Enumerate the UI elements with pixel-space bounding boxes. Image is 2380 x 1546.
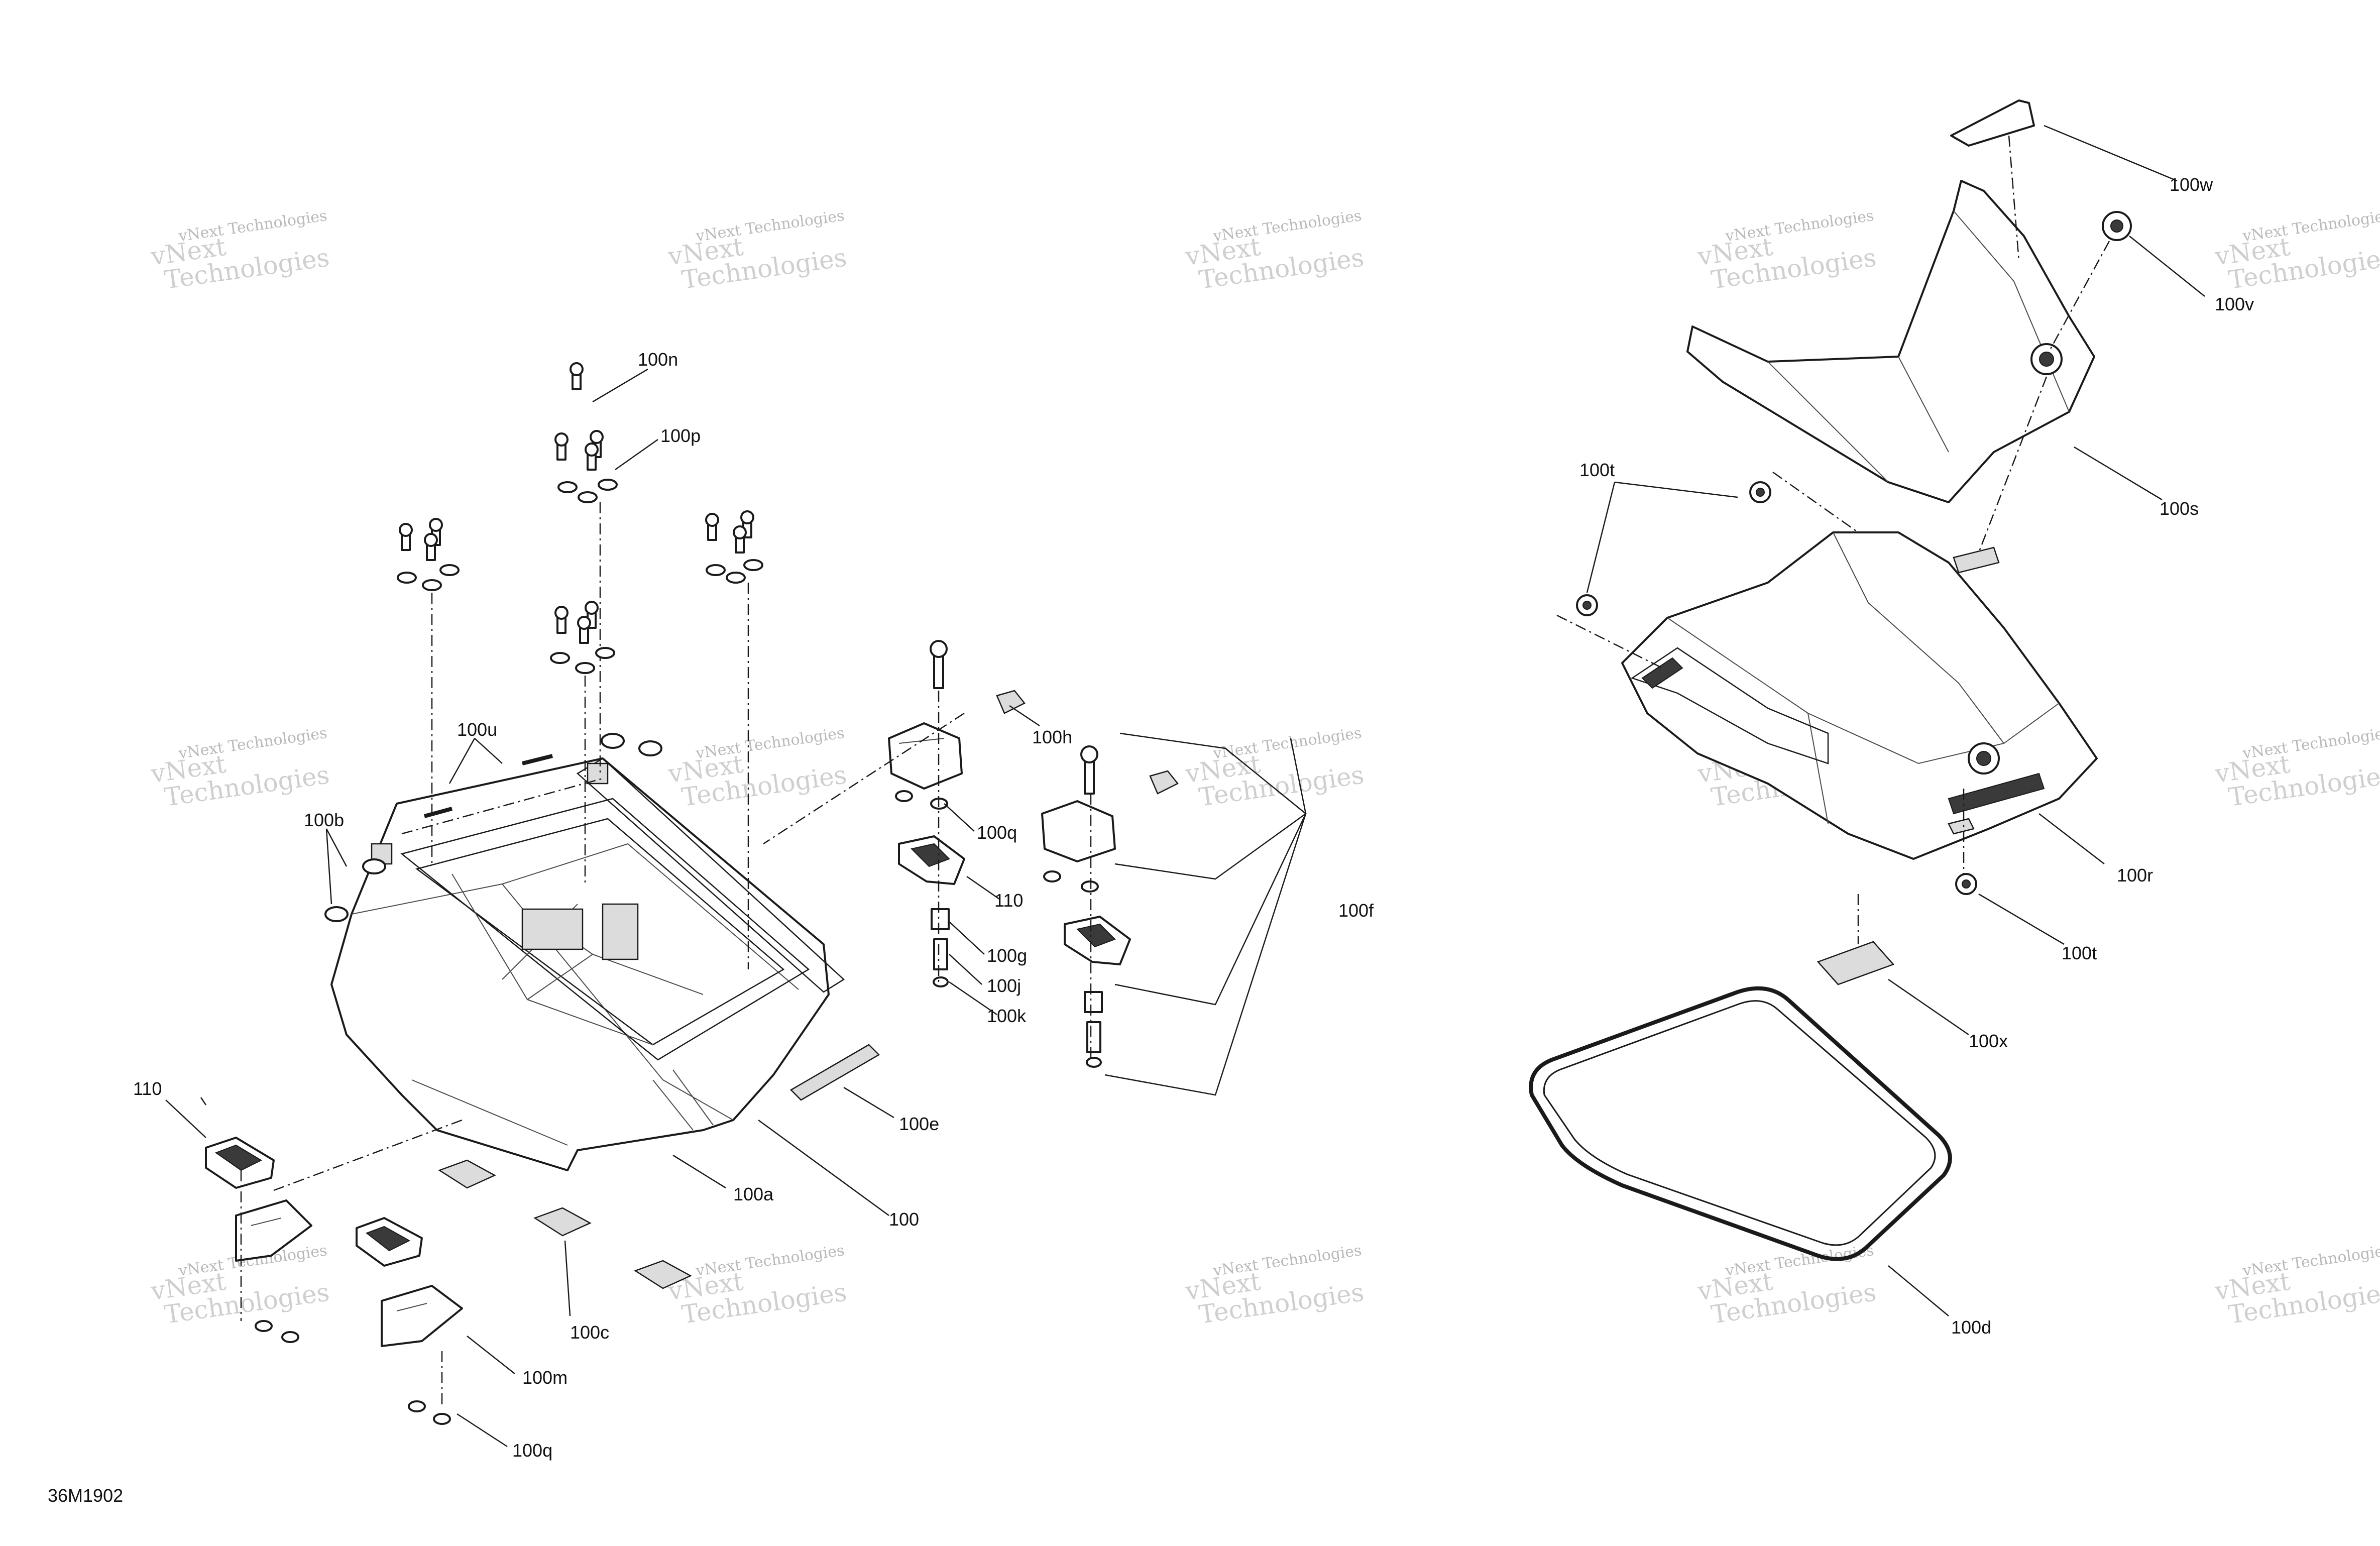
- callout-100g: 100g: [987, 945, 1027, 966]
- callout-100b: 100b: [304, 810, 344, 830]
- screw-set-right: [705, 510, 763, 969]
- callout-labels: 100n 100p 100u 100b 100h 100q 110 100g 1…: [48, 174, 2254, 1506]
- grommets-100t: [1556, 471, 1977, 895]
- screw-set-mid: [550, 601, 615, 884]
- callout-100s: 100s: [2160, 498, 2199, 519]
- callout-100k: 100k: [987, 1006, 1027, 1026]
- pads-100c: [438, 1159, 692, 1289]
- callout-100v: 100v: [2215, 294, 2254, 314]
- storage-bin-100a: [330, 757, 845, 1171]
- latch-assembly-upper: [763, 640, 1026, 987]
- leader-lines: [165, 125, 2205, 1448]
- screw-set-left: [397, 518, 460, 864]
- callout-100a: 100a: [733, 1184, 774, 1204]
- label-100x: [1817, 894, 1895, 985]
- callout-100d: 100d: [1951, 1317, 1991, 1338]
- callout-100e: 100e: [899, 1114, 939, 1134]
- callout-100u: 100u: [457, 719, 497, 740]
- callout-100t-upper: 100t: [1579, 460, 1615, 480]
- callout-100w: 100w: [2170, 174, 2213, 195]
- callout-110-lower: 110: [133, 1078, 162, 1099]
- callout-110-upper: 110: [994, 890, 1023, 911]
- seal-100d: [1529, 986, 1952, 1261]
- callout-100p: 100p: [660, 425, 701, 446]
- figure-code: 36M1902: [48, 1485, 123, 1506]
- handle-110-left: [205, 1137, 275, 1189]
- trim-strip-100e: [789, 1044, 880, 1101]
- pins-100u: [401, 754, 603, 835]
- lid-cover-100s: [1686, 180, 2095, 574]
- callout-100q-lower: 100q: [512, 1440, 552, 1461]
- latch-assembly-lower: [1041, 745, 1179, 1068]
- latch-100m-left: [235, 1119, 463, 1343]
- callout-100r: 100r: [2117, 865, 2153, 886]
- cap-100v: [2048, 211, 2132, 352]
- callout-100q-upper: 100q: [977, 822, 1017, 843]
- callout-100j: 100j: [987, 975, 1021, 996]
- lid-shell-100r: [1621, 531, 2098, 860]
- handle-110-right: [356, 1217, 423, 1267]
- clips-100b: [324, 733, 662, 922]
- callout-100t-lower: 100t: [2062, 943, 2097, 963]
- callout-100x: 100x: [1969, 1031, 2008, 1051]
- screw-set-top: [554, 362, 618, 774]
- badge-100w: [1950, 99, 2035, 262]
- callout-100n: 100n: [638, 349, 678, 370]
- callout-100: 100: [889, 1209, 919, 1230]
- latch-100m-right: [381, 1285, 463, 1425]
- callout-100h: 100h: [1032, 727, 1072, 747]
- callout-100f: 100f: [1338, 900, 1374, 921]
- callout-100c: 100c: [570, 1322, 609, 1343]
- callout-100m: 100m: [522, 1367, 568, 1388]
